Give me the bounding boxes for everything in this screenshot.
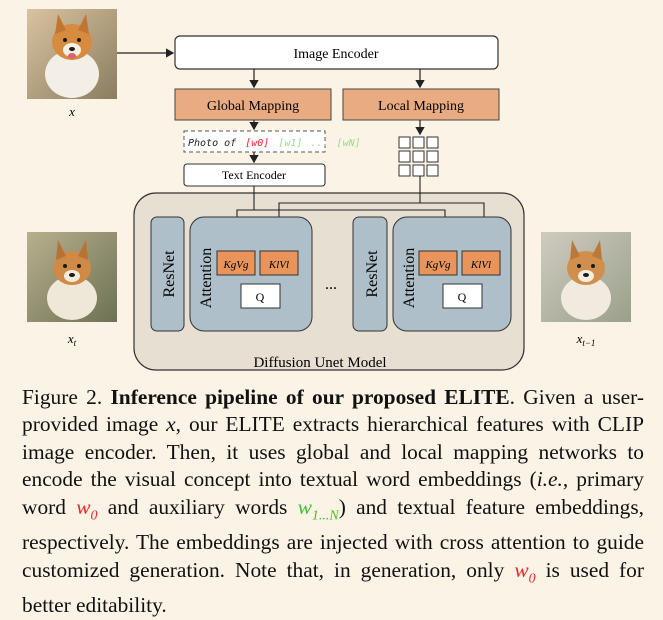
global-mapping-label: Global Mapping	[207, 99, 299, 114]
local-mapping-box	[342, 88, 500, 121]
label-xt-1: xt−1	[576, 331, 596, 348]
pipeline-diagram: x Image Encoder Global Mapping Local Map…	[27, 9, 631, 371]
kv-global-label-2: KgVg	[424, 259, 451, 271]
local-feature-grid	[398, 136, 439, 177]
label-x: x	[68, 104, 75, 119]
unet-label: Diffusion Unet Model	[253, 355, 386, 371]
denoised-image-xt-1	[541, 232, 631, 322]
kv-local-2	[461, 250, 501, 276]
resnet-label-2: ResNet	[364, 250, 381, 298]
attention-label-1: Attention	[198, 248, 215, 308]
q-box-1	[240, 283, 281, 309]
caption-x: x	[166, 412, 176, 437]
caption-w1n: w1...N	[297, 494, 339, 523]
figure-caption: Figure 2. Inference pipeline of our prop…	[22, 384, 644, 620]
q-label-1: Q	[256, 290, 265, 304]
resnet-label-1: ResNet	[161, 250, 178, 298]
caption-p1: . Given a user-provided image	[22, 385, 644, 437]
caption-p6: is used for better editability.	[22, 557, 645, 618]
kv-local-label-1: KlVl	[268, 259, 289, 271]
q-label-2: Q	[458, 290, 467, 304]
caption-w0b: w0	[514, 557, 536, 586]
kv-local-label-2: KlVl	[470, 259, 491, 271]
caption-p4: and auxiliary words	[97, 494, 298, 519]
block-ellipsis: ...	[325, 276, 337, 293]
caption-p3: , primary word	[22, 467, 644, 519]
global-mapping-box	[174, 88, 332, 121]
q-box-2	[442, 283, 483, 309]
caption-p2: , our ELITE extracts hierarchical featur…	[22, 412, 644, 492]
caption-p5: ) and textual feature embeddings, respec…	[22, 494, 644, 582]
image-encoder-box	[174, 35, 499, 70]
kv-local-1	[259, 250, 299, 276]
prompt-wN: [wN]	[337, 138, 361, 149]
input-image-x	[27, 9, 117, 99]
caption-w0: w0	[76, 494, 98, 523]
caption-ie: i.e.	[536, 467, 563, 492]
noisy-image-xt	[27, 232, 117, 322]
prompt-text: Photo of [w0] [w1] ... [wN]	[188, 138, 361, 149]
label-xt: xt	[67, 331, 77, 348]
prompt-w0: [w0]	[245, 138, 269, 149]
prompt-prefix: Photo of	[188, 138, 237, 149]
caption-fig: Figure 2.	[22, 385, 103, 409]
text-encoder-label: Text Encoder	[222, 168, 286, 182]
kv-global-1	[216, 250, 256, 276]
kv-global-2	[418, 250, 458, 276]
resnet-block-1	[150, 216, 185, 332]
attention-label-2: Attention	[401, 248, 418, 308]
local-mapping-label: Local Mapping	[378, 99, 464, 114]
prompt-w1: [w1]	[278, 138, 302, 149]
kv-global-label-1: KgVg	[222, 259, 249, 271]
caption-title: Inference pipeline of our proposed ELITE	[110, 385, 510, 409]
prompt-ellipsis: ...	[310, 138, 328, 149]
image-encoder-label: Image Encoder	[293, 47, 378, 62]
resnet-block-2	[352, 216, 388, 332]
